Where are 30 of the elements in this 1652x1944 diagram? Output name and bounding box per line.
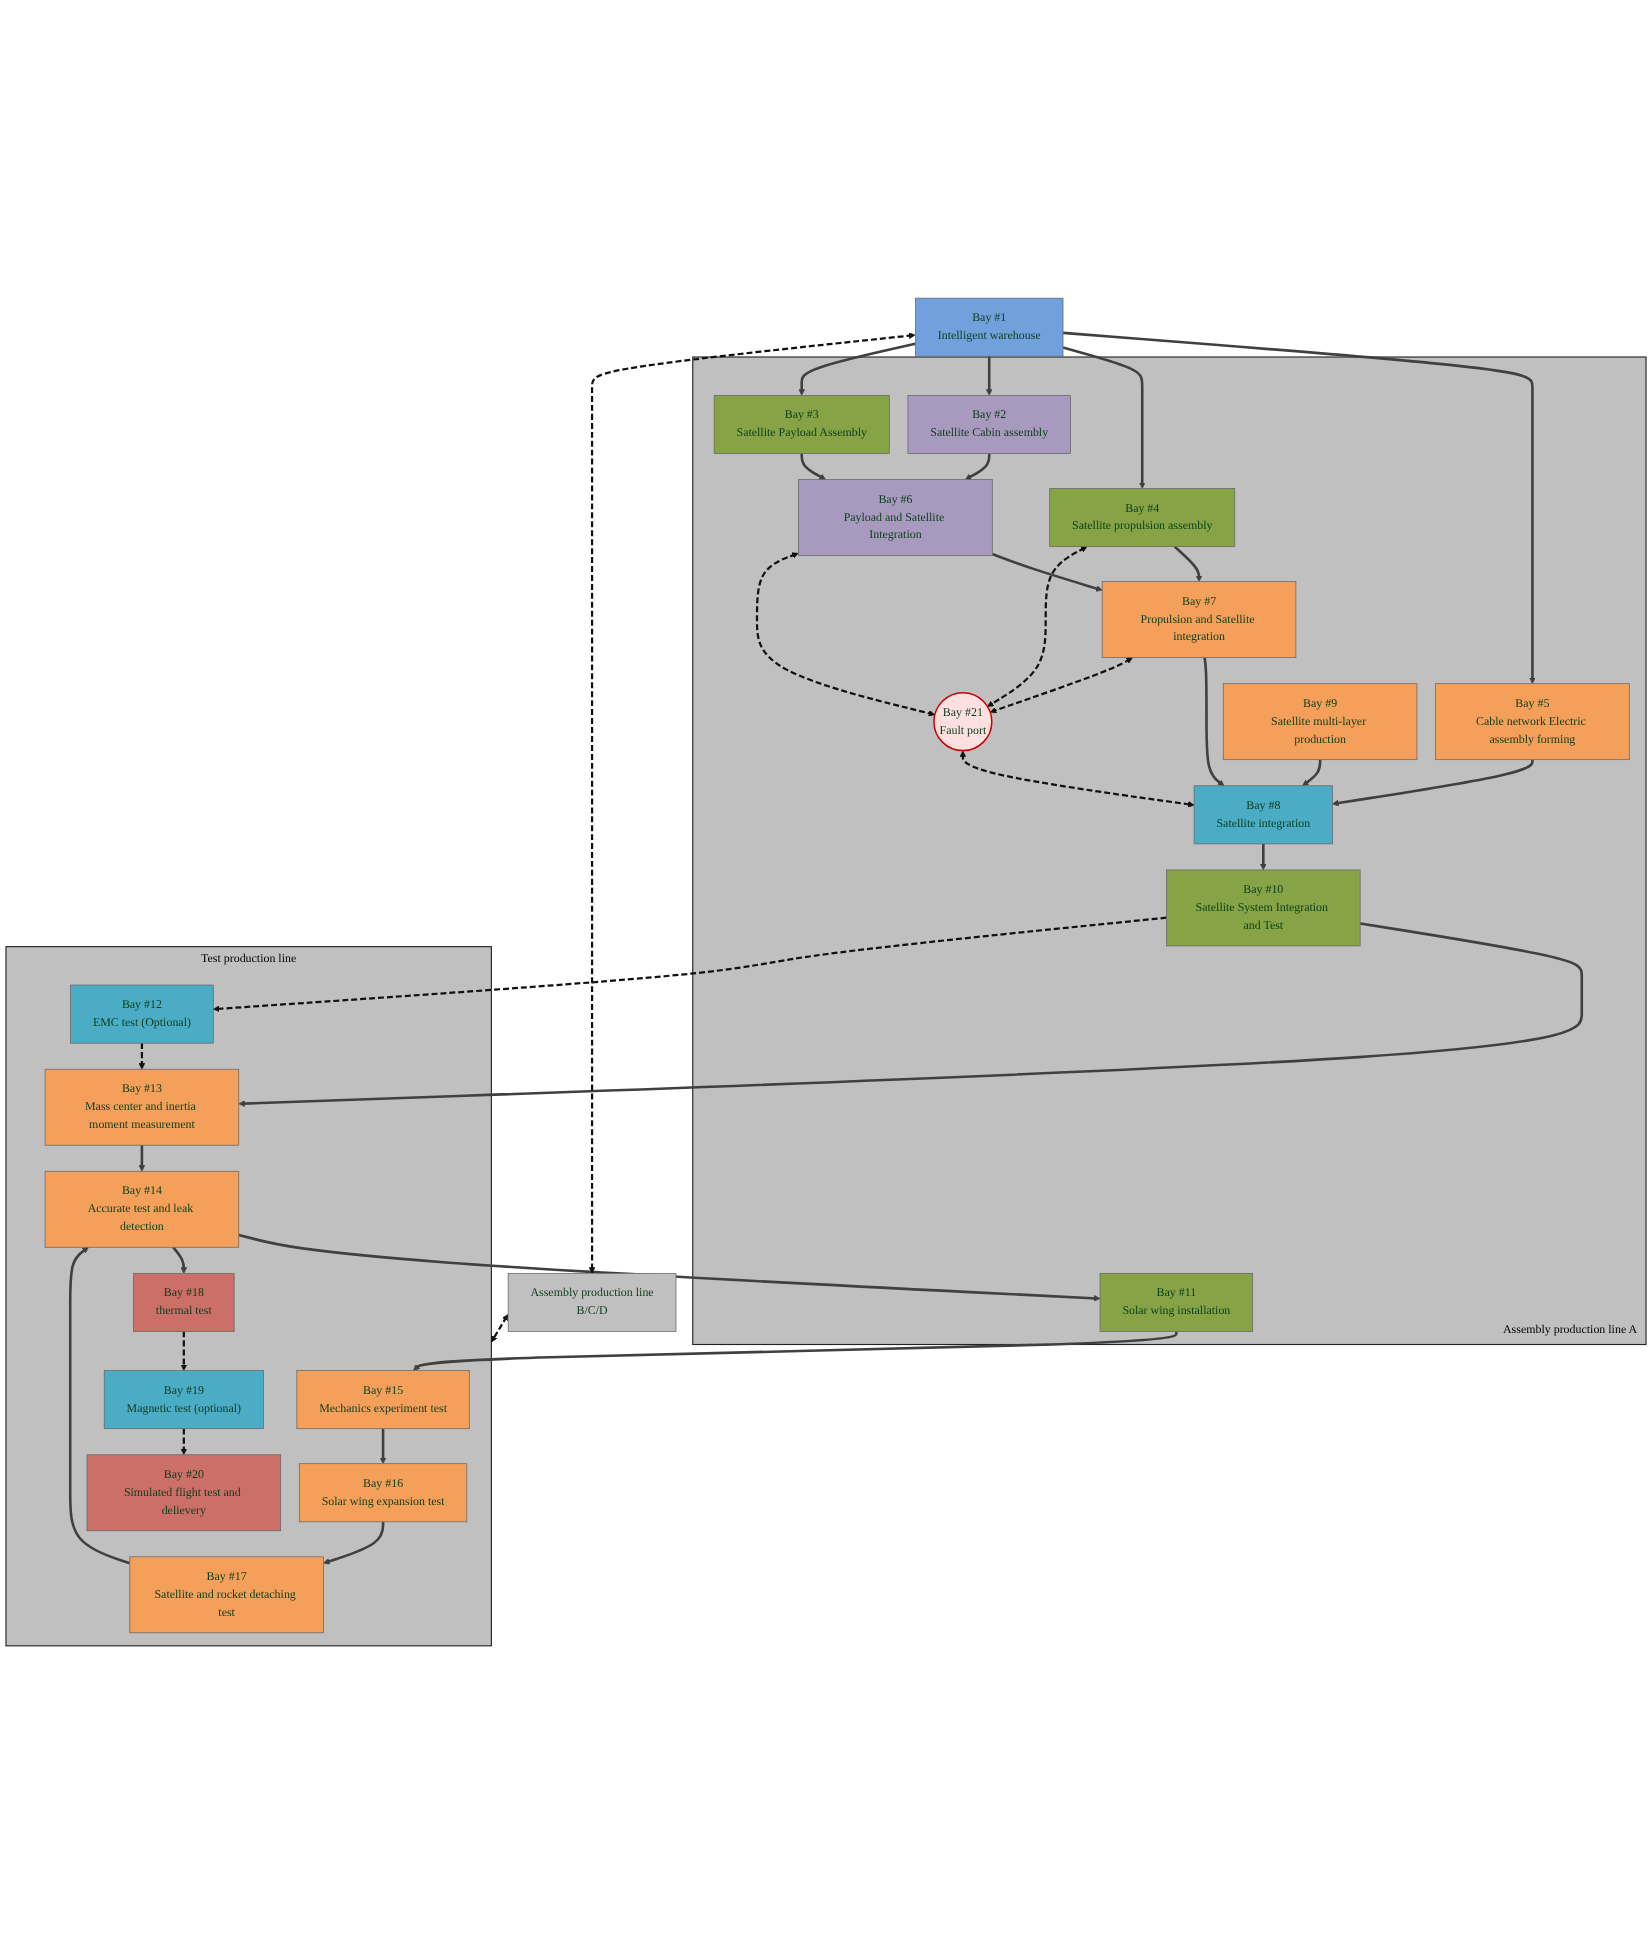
arrow (1062, 346, 1146, 489)
arrow (238, 922, 1584, 1107)
arrow (1260, 843, 1267, 871)
arrow (1203, 657, 1225, 787)
arrow (991, 552, 1103, 592)
arrow (755, 552, 936, 717)
arrow (138, 1145, 146, 1172)
arrow (800, 453, 826, 480)
arrow (413, 1330, 1178, 1371)
arrow (959, 750, 1195, 808)
arrow (798, 342, 916, 396)
arrow (68, 1247, 131, 1565)
arrow (964, 453, 991, 480)
arrow (989, 657, 1133, 714)
arrow (987, 546, 1088, 707)
arrow (379, 1428, 387, 1464)
arrow (491, 1314, 509, 1343)
arrow (213, 916, 1167, 1013)
arrow (1173, 545, 1203, 582)
arrow (1302, 759, 1322, 787)
arrow (1332, 759, 1534, 807)
arrow (238, 1233, 1101, 1302)
arrow (1062, 331, 1536, 684)
arrow (172, 1246, 188, 1274)
arrow (138, 1043, 146, 1070)
arrow (323, 1521, 385, 1565)
arrow (180, 1428, 188, 1456)
arrow (985, 356, 993, 396)
arrow (588, 332, 916, 1274)
arrow (180, 1331, 188, 1371)
